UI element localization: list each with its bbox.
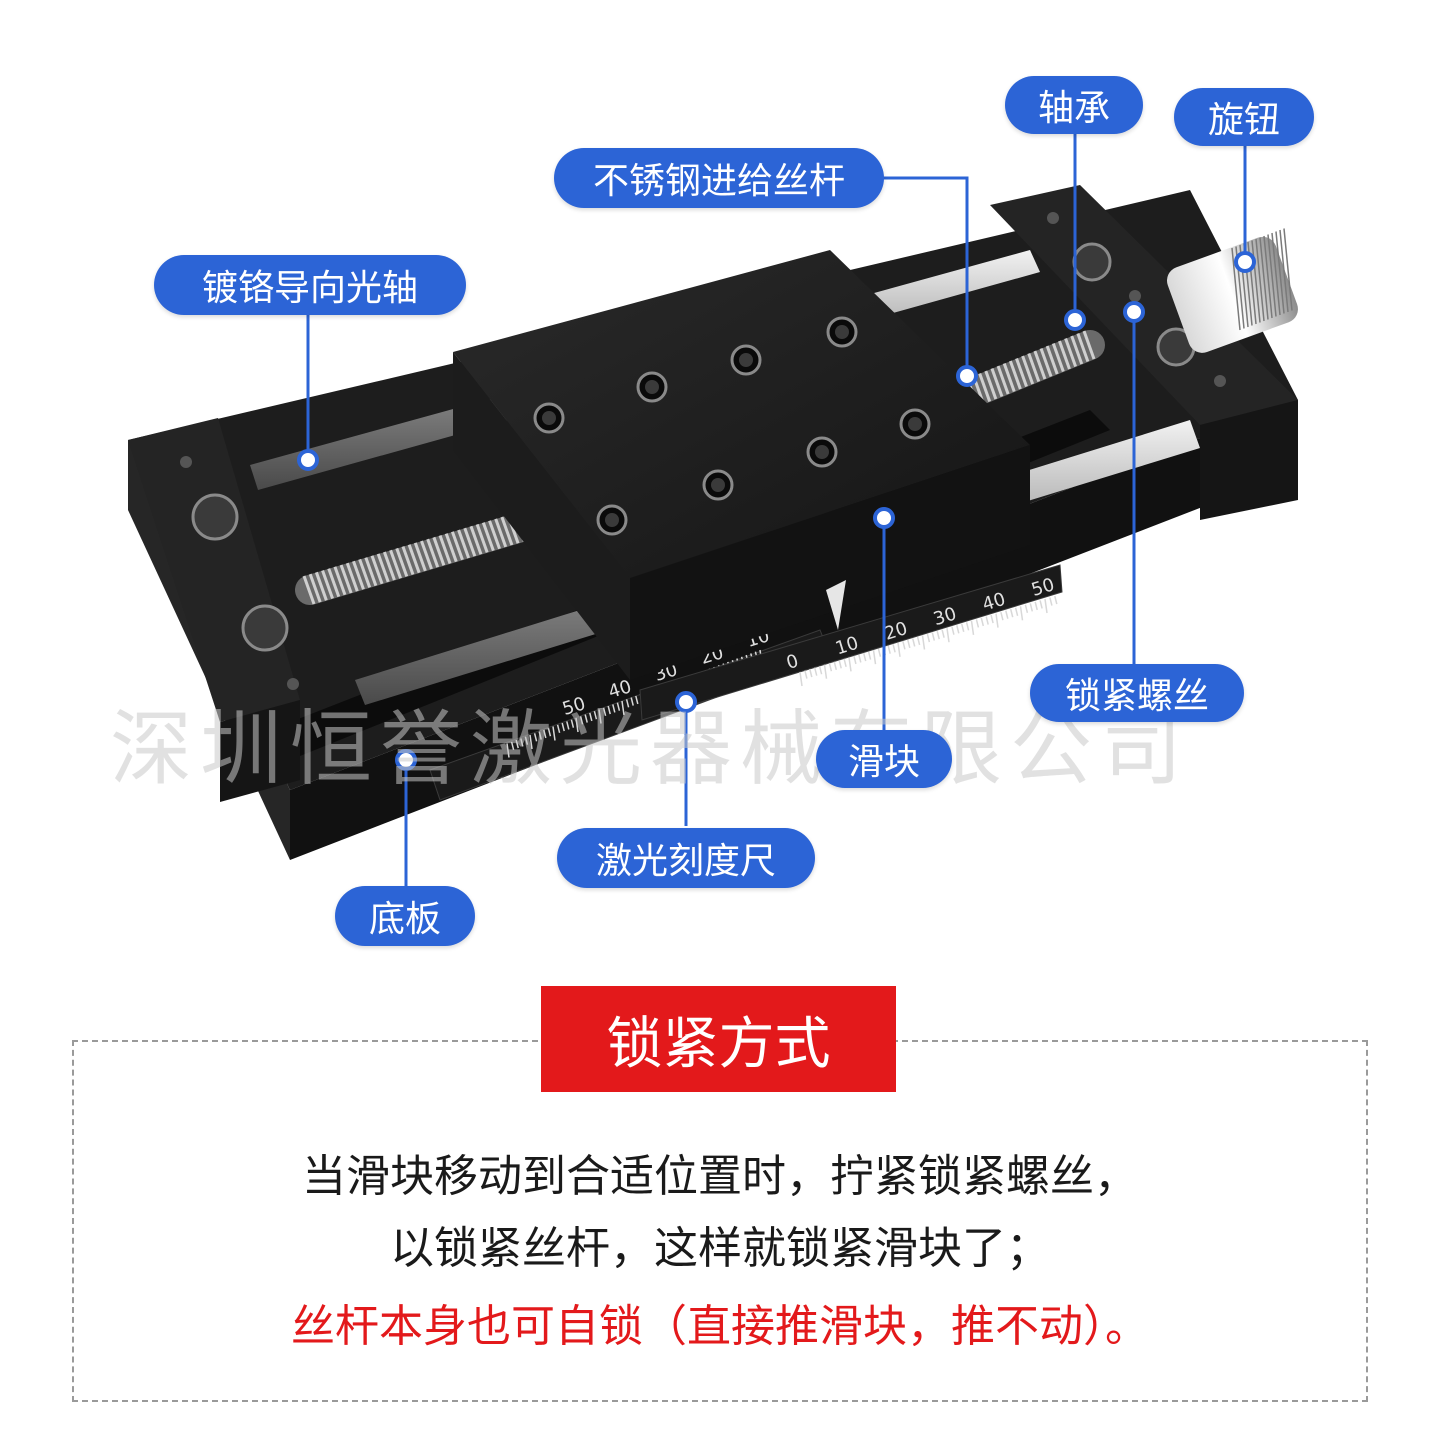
callout-slider: 滑块 xyxy=(816,730,952,788)
callout-lines xyxy=(306,132,1247,886)
company-watermark: 深圳恒誉激光器械有限公司 xyxy=(110,702,1191,797)
callout-dots xyxy=(297,251,1256,771)
right-end-block xyxy=(990,185,1298,520)
knob xyxy=(1166,228,1298,353)
description-line-3: 丝杆本身也可自锁（直接推滑块，推不动）。 xyxy=(291,1301,1149,1352)
callout-laser-scale: 激光刻度尺 xyxy=(557,828,815,888)
description-line-2: 以锁紧丝杆，这样就锁紧滑块了； xyxy=(390,1223,1050,1274)
callout-base-plate: 底板 xyxy=(335,886,475,946)
callout-guide-shaft: 镀铬导向光轴 xyxy=(154,255,466,315)
callout-lead-screw: 不锈钢进给丝杆 xyxy=(554,148,884,208)
callout-lock-screw: 锁紧螺丝 xyxy=(1030,664,1244,722)
section-title: 锁紧方式 xyxy=(541,986,896,1092)
callout-knob: 旋钮 xyxy=(1174,88,1314,146)
description-line-1: 当滑块移动到合适位置时，拧紧锁紧螺丝， xyxy=(302,1151,1138,1202)
slider-block xyxy=(453,250,1030,680)
left-end-block xyxy=(128,418,300,802)
callout-bearing: 轴承 xyxy=(1005,76,1143,134)
